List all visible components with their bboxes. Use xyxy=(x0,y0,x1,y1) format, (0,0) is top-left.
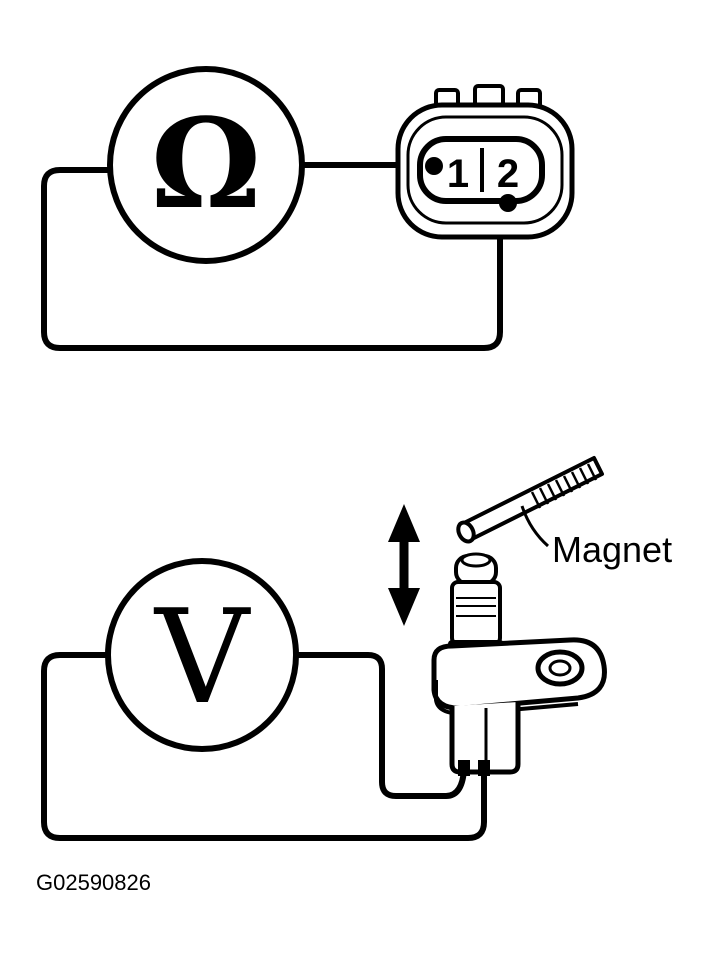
ohmmeter-dial xyxy=(107,66,305,264)
crank-position-sensor xyxy=(431,552,607,776)
voltmeter-test: V Magnet xyxy=(41,456,672,841)
voltmeter-symbol: V xyxy=(153,581,251,733)
ohmmeter-test: Ω 1 2 xyxy=(41,66,575,351)
magnet-label: Magnet xyxy=(552,529,672,570)
voltmeter-dial xyxy=(105,558,299,752)
connector-pin-1: 1 xyxy=(447,152,469,196)
connector-pin-2: 2 xyxy=(497,152,519,196)
voltmeter-lead-loop xyxy=(41,652,487,841)
ohmmeter-symbol: Ω xyxy=(151,92,261,237)
magnet xyxy=(456,456,604,544)
movement-arrow xyxy=(388,504,420,626)
figure-code: G02590826 xyxy=(36,870,151,895)
probe-tip-pin1 xyxy=(425,157,443,175)
magnet-leader-line xyxy=(520,505,549,548)
sensor-connector: 1 2 xyxy=(395,84,575,240)
probe-tip-pin2 xyxy=(499,194,517,212)
voltmeter-lead-sensor xyxy=(287,652,467,799)
